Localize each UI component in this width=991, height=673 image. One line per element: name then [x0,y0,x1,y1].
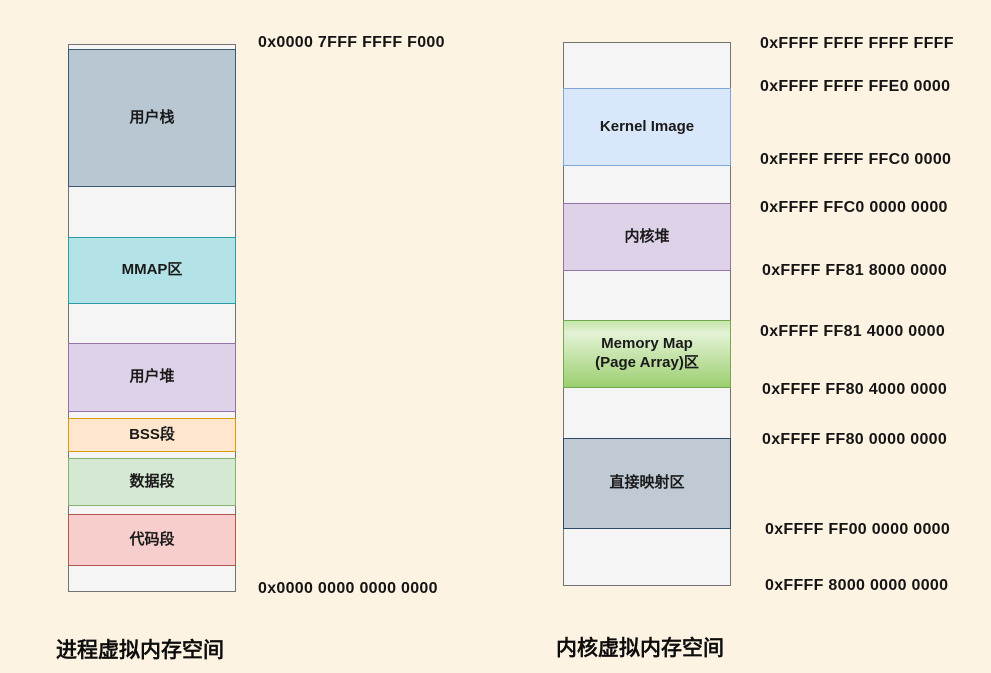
segment-label: 直接映射区 [609,474,685,492]
segment-label-line2: (Page Array)区 [595,354,699,371]
segment-label: MMAP区 [121,261,183,279]
segment-direct-mapping: 直接映射区 [563,438,731,529]
kernel-address-3: 0xFFFF FFC0 0000 0000 [760,199,948,216]
segment-label: 用户堆 [129,368,175,386]
segment-label: Memory Map [601,335,693,353]
segment-label: BSS段 [129,425,175,443]
segment-label: 用户栈 [129,108,175,126]
segment-label: 数据段 [129,472,175,490]
kernel-address-0: 0xFFFF FFFF FFFF FFFF [760,35,954,52]
segment-memory-map-page-array: Memory Map (Page Array)区 [563,320,731,388]
kernel-memory-column: Kernel Image 内核堆 Memory Map (Page Array)… [563,42,731,586]
segment-user-stack: 用户栈 [68,49,236,187]
kernel-address-4: 0xFFFF FF81 8000 0000 [762,262,948,279]
kernel-address-7: 0xFFFF FF80 0000 0000 [762,431,948,448]
kernel-address-5: 0xFFFF FF81 4000 0000 [760,323,946,340]
segment-bss: BSS段 [68,418,236,452]
kernel-address-9: 0xFFFF 8000 0000 0000 [765,577,949,594]
process-space-caption: 进程虚拟内存空间 [56,639,224,662]
process-bottom-address: 0x0000 0000 0000 0000 [258,580,438,597]
process-top-address: 0x0000 7FFF FFFF F000 [258,34,445,51]
segment-kernel-heap: 内核堆 [563,203,731,271]
kernel-space-caption: 内核虚拟内存空间 [556,637,724,660]
segment-kernel-image: Kernel Image [563,88,731,166]
kernel-address-2: 0xFFFF FFFF FFC0 0000 [760,151,952,168]
kernel-address-6: 0xFFFF FF80 4000 0000 [762,381,948,398]
segment-label: Kernel Image [599,117,695,135]
kernel-address-8: 0xFFFF FF00 0000 0000 [765,521,951,538]
kernel-address-1: 0xFFFF FFFF FFE0 0000 [760,78,951,95]
process-memory-column: 用户栈 MMAP区 用户堆 BSS段 数据段 代码段 [68,44,236,592]
segment-user-heap: 用户堆 [68,343,236,412]
segment-data: 数据段 [68,458,236,506]
segment-label: 内核堆 [624,227,670,245]
segment-label: 代码段 [129,530,175,548]
segment-mmap-area: MMAP区 [68,237,236,304]
segment-code: 代码段 [68,514,236,566]
